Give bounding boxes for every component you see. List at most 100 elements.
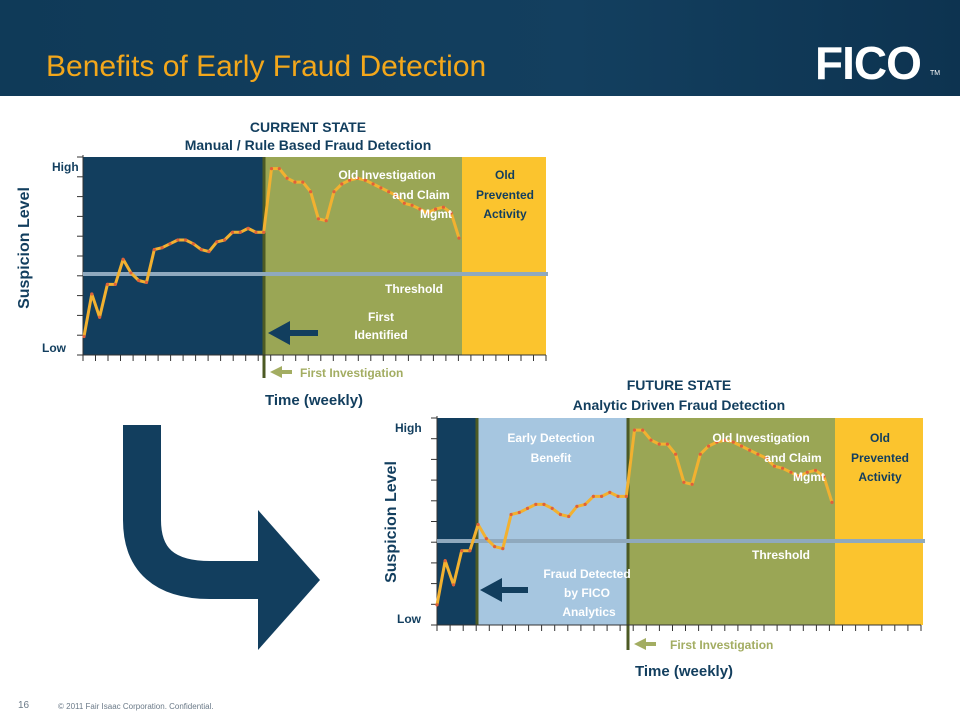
chart2-point-40 [764,456,768,460]
chart1-subtitle: Manual / Rule Based Fraud Detection [185,137,432,153]
chart2-label-investigation-1: Old Investigation [712,431,809,445]
chart2-point-29 [674,452,678,456]
chart1-region-prevented [462,157,546,355]
chart2-point-13 [542,502,546,506]
logo-trademark: TM [930,70,941,77]
chart2-point-16 [567,514,571,519]
chart2-point-36 [731,440,735,444]
chart2-fraud-detected-3: Analytics [562,605,616,619]
chart2-point-46 [813,468,818,472]
chart1-first-investigation-arrow-shaft [280,370,292,374]
chart1-y-label: Suspicion Level [16,187,33,309]
chart1-point-3 [105,282,109,286]
chart1-point-16 [207,250,211,254]
chart2-fraud-detected-arrow [480,578,528,602]
chart2-point-48 [830,500,834,504]
chart1-point-42 [410,203,414,207]
chart2-y-high: High [395,421,422,435]
chart1-point-44 [426,211,430,215]
chart1-point-30 [316,217,320,221]
chart-current-state: CURRENT STATE Manual / Rule Based Fraud … [16,119,548,409]
chart2-point-12 [534,502,538,506]
chart1-point-14 [191,242,195,246]
chart2-point-44 [797,474,801,478]
chart1-point-11 [168,242,172,246]
chart1-point-5 [121,257,125,261]
chart1-first-identified-1: First [368,310,394,324]
chart1-point-6 [129,271,133,275]
chart2-point-26 [649,438,653,442]
page-number: 16 [18,700,30,711]
chart1-point-15 [199,248,203,252]
chart2-point-39 [756,452,760,456]
chart1-point-8 [144,280,149,284]
chart2-point-42 [781,466,785,470]
chart1-point-47 [449,211,453,215]
chart1-point-20 [238,230,242,234]
chart1-axis-ticks [77,156,547,361]
chart2-label-prevented-2: Prevented [851,451,909,465]
chart1-point-34 [348,178,352,182]
chart1-y-low: Low [42,341,67,355]
chart1-point-10 [160,246,164,250]
chart1-label-prevented-2: Prevented [476,188,534,202]
chart1-point-21 [246,226,250,230]
chart2-fraud-detected-1: Fraud Detected [543,567,630,581]
chart1-point-48 [457,236,461,240]
fico-logo: FICO [815,37,922,89]
chart2-point-30 [682,480,686,484]
chart2-point-24 [632,428,637,432]
chart2-y-label: Suspicion Level [383,461,400,583]
chart2-point-47 [822,474,826,478]
chart-future-state: FUTURE STATE Analytic Driven Fraud Detec… [383,377,925,680]
chart1-point-46 [441,205,445,209]
chart2-label-early-2: Benefit [531,451,572,465]
chart1-point-35 [355,176,359,180]
chart1-point-33 [340,182,344,186]
chart2-point-14 [550,506,554,510]
chart1-point-2 [98,315,102,319]
chart2-point-19 [591,494,596,498]
chart2-point-3 [460,549,464,553]
chart2-point-34 [715,440,719,444]
chart1-first-investigation-arrow [270,366,282,378]
chart1-point-38 [379,186,383,190]
chart1-y-high: High [52,160,79,174]
chart1-point-27 [293,180,297,184]
chart2-threshold-label: Threshold [752,548,810,562]
copyright-notice: © 2011 Fair Isaac Corporation. Confident… [58,702,214,711]
chart2-point-11 [525,506,530,510]
chart1-label-prevented-3: Activity [483,207,527,221]
chart1-region-pre [83,157,264,355]
chart1-point-29 [309,190,313,194]
chart2-fraud-detected-2: by FICO [564,586,610,600]
chart2-point-1 [443,559,447,563]
transition-arrow [123,425,320,650]
chart1-point-23 [262,230,266,234]
chart2-point-0 [435,603,439,607]
chart1-point-43 [418,207,422,211]
chart1-point-13 [184,238,188,242]
chart2-label-early-1: Early Detection [507,431,594,445]
chart1-first-investigation: First Investigation [300,366,403,380]
chart2-point-5 [476,522,480,527]
chart1-point-45 [434,207,438,211]
chart2-label-prevented-3: Activity [858,470,902,484]
chart2-label-investigation-3: Mgmt [793,470,825,484]
chart1-point-41 [402,201,406,205]
chart2-first-investigation-arrow-shaft [644,642,656,646]
chart2-point-7 [493,545,497,549]
chart2-y-low: Low [397,612,422,626]
chart2-point-4 [468,549,472,553]
chart2-point-45 [805,470,809,474]
chart2-region-pre [437,418,477,625]
chart1-point-12 [176,238,180,242]
chart1-point-19 [230,230,234,234]
chart2-point-28 [665,442,670,446]
chart2-region-prevented [835,418,923,625]
chart2-point-31 [690,482,694,486]
chart2-axis-ticks [431,417,922,631]
chart1-point-22 [254,230,258,234]
chart1-label-prevented-1: Old [495,168,515,182]
